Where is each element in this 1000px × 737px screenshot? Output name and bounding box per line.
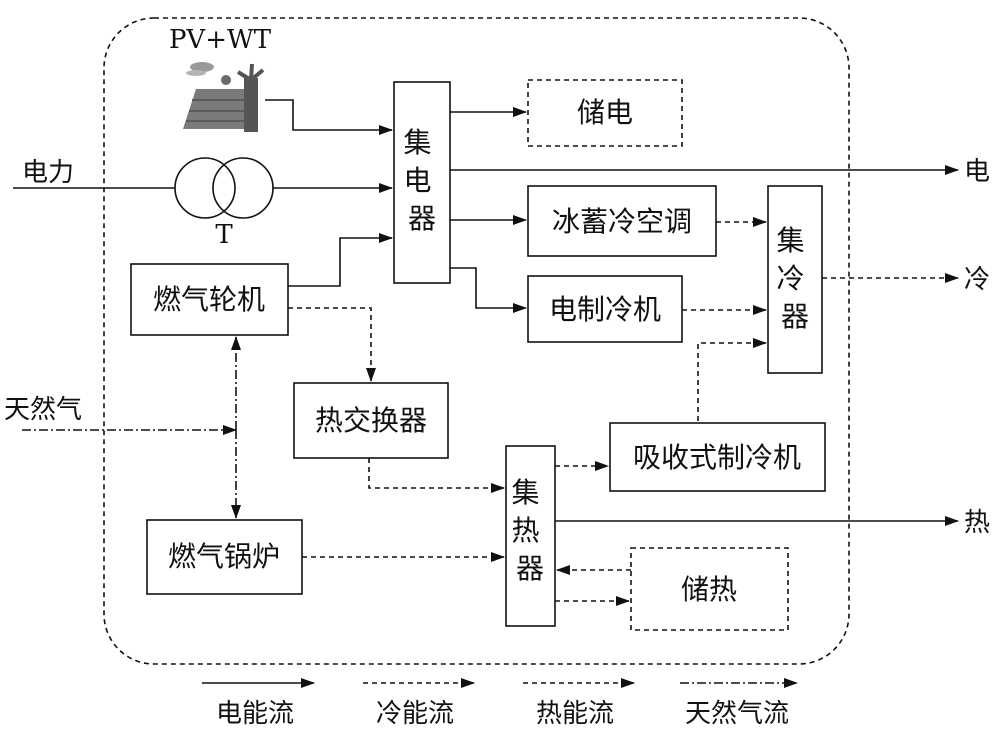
heat-exchanger-block <box>293 382 449 459</box>
heat-storage-block <box>630 547 789 631</box>
output-cooling-label: 冷 <box>964 265 990 295</box>
heat-bus-label: 集 热 器 <box>512 476 549 585</box>
line-absorption-to-cold-bus <box>697 338 767 421</box>
transformer-label: T <box>215 220 233 250</box>
absorption-chiller-label: 吸收式制冷机 <box>633 441 801 474</box>
legend-electric-label: 电能流 <box>216 699 294 729</box>
legend: 电能流 冷能流 热能流 天然气流 <box>202 678 798 729</box>
input-power-label: 电力 <box>22 158 74 188</box>
gas-boiler-label: 燃气锅炉 <box>168 540 280 573</box>
elec-bus-block <box>393 81 451 284</box>
gas-turbine-block <box>130 263 289 336</box>
legend-cooling-label: 冷能流 <box>376 699 454 729</box>
system-boundary <box>103 17 850 665</box>
electric-chiller-label: 电制冷机 <box>549 293 661 326</box>
legend-gas-label: 天然气流 <box>685 699 789 729</box>
transformer-icon <box>174 157 274 219</box>
elec-bus-label: 集 电 器 <box>404 126 441 235</box>
output-electric-label: 电 <box>964 157 990 187</box>
ice-ac-block <box>527 185 717 257</box>
battery-block <box>527 79 683 147</box>
pv-wt-label: PV+WT <box>169 25 272 55</box>
ice-ac-label: 冰蓄冷空调 <box>552 205 692 238</box>
gas-turbine-label: 燃气轮机 <box>153 283 265 316</box>
gas-boiler-block <box>146 519 303 595</box>
legend-heat-label: 热能流 <box>536 699 614 729</box>
input-gas-label: 天然气 <box>4 395 82 425</box>
output-heat-label: 热 <box>964 508 990 538</box>
line-pvwt-to-elec-bus <box>265 99 393 135</box>
pv-wt-icon <box>183 62 265 132</box>
line-turbine-to-elec-bus <box>288 233 393 287</box>
line-elec-bus-to-electric-chiller <box>450 267 527 313</box>
cold-bus-block <box>767 185 823 374</box>
heat-exchanger-label: 热交换器 <box>315 404 427 437</box>
line-turbine-to-heat-exchanger <box>288 307 376 382</box>
absorption-chiller-block <box>609 422 826 492</box>
cold-bus-label: 集 冷 器 <box>777 224 814 333</box>
heat-bus-block <box>505 445 556 627</box>
heat-storage-label: 储热 <box>681 573 737 606</box>
battery-label: 储电 <box>577 96 633 129</box>
line-heat-exchanger-to-heat-bus <box>368 458 505 493</box>
electric-chiller-block <box>527 275 683 343</box>
